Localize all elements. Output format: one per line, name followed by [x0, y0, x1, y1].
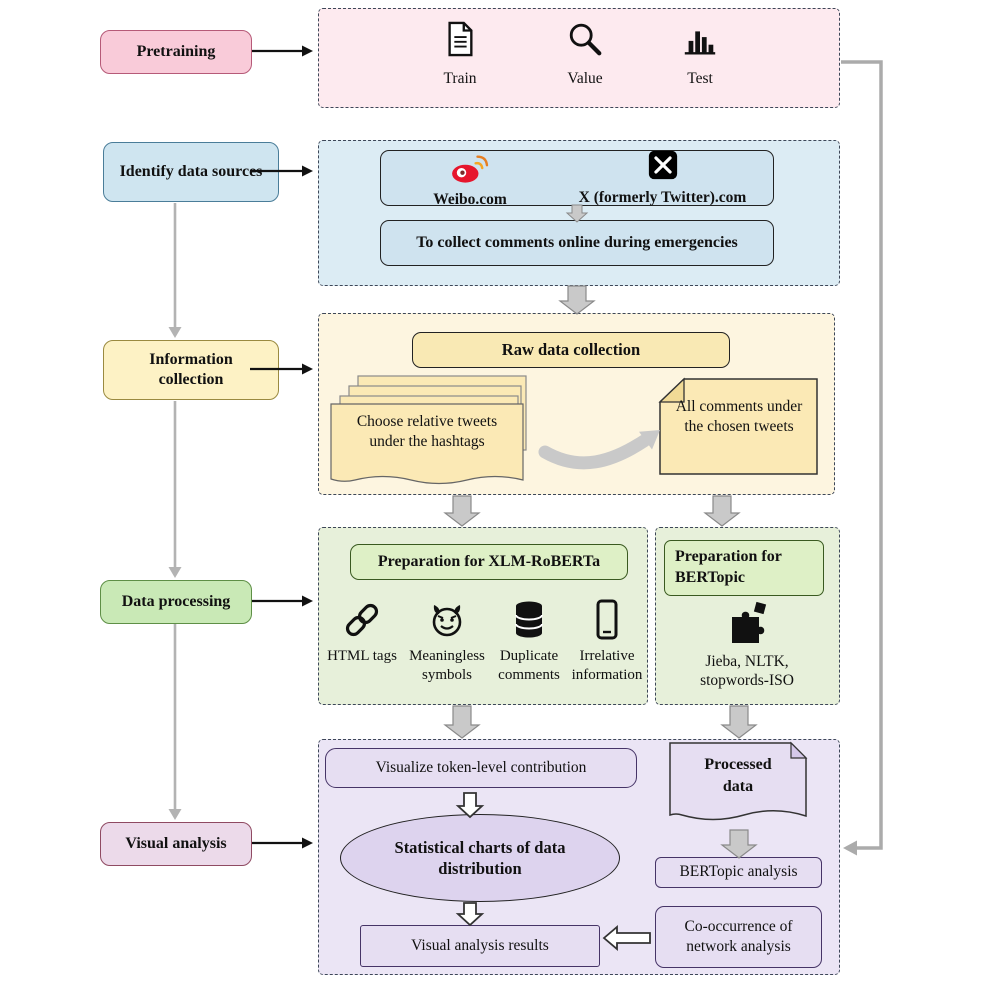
magnifier-icon — [566, 20, 604, 63]
value-label: Value — [567, 70, 603, 87]
bertopic-header-label: Preparation for BERTopic — [675, 548, 782, 586]
stage-visual-label: Visual analysis — [125, 835, 227, 852]
bertopic-tools-label: Jieba, NLTK, stopwords-ISO — [672, 652, 822, 691]
token-contribution-label: Visualize token-level contribution — [375, 758, 587, 776]
stage-flow-arrows — [168, 203, 182, 820]
choose-note-label: Choose relative tweets under the hashtag… — [356, 413, 498, 450]
stage-information-collection: Information collection — [103, 340, 279, 400]
cooccurrence-label: Co-occurrence of network analysis — [684, 917, 793, 955]
puzzle-icon — [725, 600, 769, 649]
choose-note-text: Choose relative tweets under the hashtag… — [347, 412, 507, 452]
bar-chart-icon — [681, 20, 719, 63]
cooccurrence-box: Co-occurrence of network analysis — [655, 906, 822, 968]
stats-ellipse-label: Statistical charts of data distribution — [394, 837, 566, 878]
visual-results-box: Visual analysis results — [360, 925, 600, 967]
bertopic-analysis-box: BERTopic analysis — [655, 857, 822, 888]
train-label: Train — [443, 70, 477, 87]
stage-processing-label: Data processing — [121, 593, 231, 610]
x-logo-icon — [648, 150, 678, 185]
train-item: Train — [425, 20, 495, 88]
html-tags-label: HTML tags — [327, 648, 397, 664]
irrelative-label: Irrelative information — [571, 648, 643, 683]
stage-information-label: Information collection — [149, 351, 233, 388]
stage-identify-label: Identify data sources — [119, 163, 263, 180]
test-item: Test — [665, 20, 735, 88]
xlm-header-label: Preparation for XLM-RoBERTa — [377, 552, 601, 570]
comments-note-text: All comments under the chosen tweets — [668, 397, 810, 437]
database-icon — [507, 598, 551, 647]
duplicate-item: Duplicate comments — [487, 598, 571, 685]
processed-data-text: Processed data — [688, 754, 788, 797]
bertopic-header-box: Preparation for BERTopic — [664, 540, 824, 596]
irrelative-item: Irrelative information — [564, 598, 650, 685]
chain-link-icon — [340, 598, 384, 647]
comments-note-label: All comments under the chosen tweets — [675, 398, 803, 435]
bertopic-tools-text: Jieba, NLTK, stopwords-ISO — [700, 653, 794, 690]
value-item: Value — [550, 20, 620, 88]
token-contribution-box: Visualize token-level contribution — [325, 748, 637, 788]
meaningless-label: Meaningless symbols — [409, 648, 485, 683]
stage-visual-analysis: Visual analysis — [100, 822, 252, 866]
stats-ellipse: Statistical charts of data distribution — [340, 814, 620, 902]
meaningless-item: Meaningless symbols — [404, 598, 490, 685]
x-item: X (formerly Twitter).com — [555, 150, 770, 207]
visual-results-label: Visual analysis results — [411, 936, 549, 954]
collect-purpose-box: To collect comments online during emerge… — [380, 220, 774, 266]
phone-icon — [585, 598, 629, 647]
processed-data-label: Processed data — [704, 756, 772, 795]
collect-purpose-label: To collect comments online during emerge… — [416, 233, 738, 251]
html-tags-item: HTML tags — [322, 598, 402, 666]
bertopic-analysis-label: BERTopic analysis — [679, 863, 798, 881]
stage-pretraining: Pretraining — [100, 30, 252, 74]
stage-identify-data-sources: Identify data sources — [103, 142, 279, 202]
weibo-icon — [448, 152, 492, 189]
stage-data-processing: Data processing — [100, 580, 252, 624]
test-label: Test — [687, 70, 713, 87]
raw-data-header: Raw data collection — [412, 332, 730, 368]
devil-icon — [425, 598, 469, 647]
pretraining-to-bertopic-connector — [841, 60, 883, 856]
raw-data-header-label: Raw data collection — [501, 340, 641, 360]
document-icon — [443, 20, 477, 63]
weibo-item: Weibo.com — [405, 152, 535, 209]
xlm-header-box: Preparation for XLM-RoBERTa — [350, 544, 628, 580]
weibo-label: Weibo.com — [433, 191, 507, 208]
platforms-box — [380, 150, 774, 206]
x-label: X (formerly Twitter).com — [578, 189, 747, 206]
stage-pretraining-label: Pretraining — [136, 43, 216, 60]
duplicate-label: Duplicate comments — [498, 648, 560, 683]
